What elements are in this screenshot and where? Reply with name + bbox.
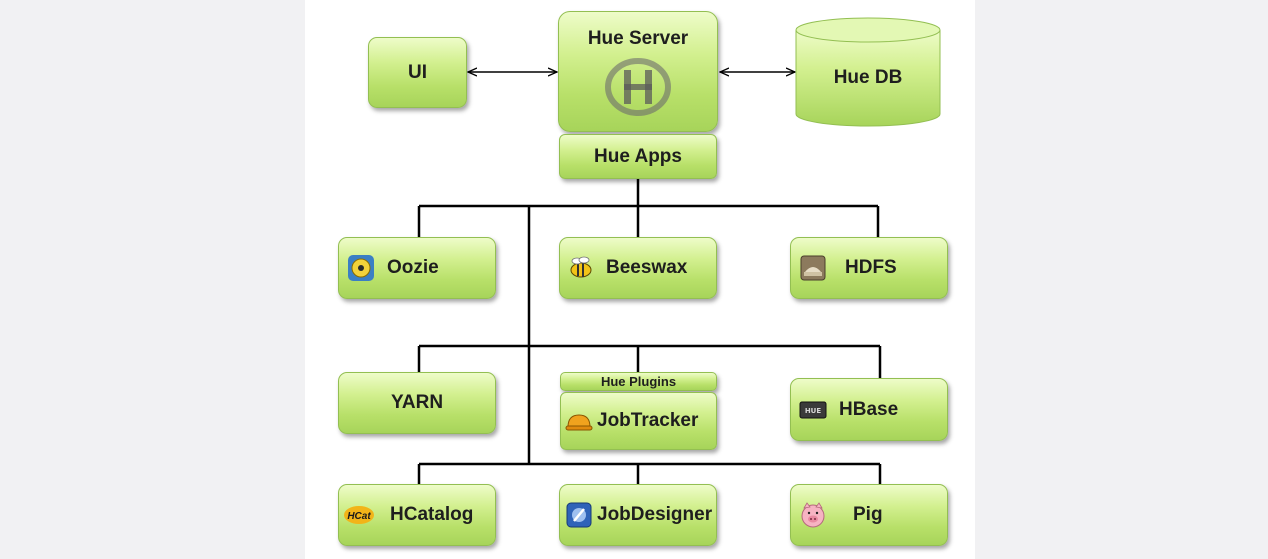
- beeswax-label: Beeswax: [606, 257, 688, 278]
- tree-lines: [417, 178, 882, 484]
- yarn-node: YARN: [338, 372, 496, 434]
- jobdesigner-label: JobDesigner: [597, 504, 713, 525]
- beeswax-node: Beeswax: [559, 237, 717, 299]
- hdfs-icon: [800, 255, 826, 281]
- yarn-label: YARN: [390, 392, 444, 413]
- hbase-node: HUE HBase: [790, 378, 948, 441]
- hdfs-label: HDFS: [845, 257, 897, 278]
- connector-lines: [417, 17, 941, 484]
- pig-label: Pig: [853, 504, 883, 525]
- hcatalog-label: HCatalog: [390, 504, 474, 525]
- bee-icon: [570, 256, 592, 278]
- hue-plugins-label: Hue Plugins: [600, 374, 677, 389]
- pig-icon: [801, 502, 825, 528]
- hue-db-label: Hue DB: [833, 67, 903, 88]
- hbase-icon: HUE: [799, 401, 827, 418]
- hcatalog-node: HCat HCatalog: [338, 484, 496, 546]
- svg-text:HCat: HCat: [347, 511, 371, 522]
- hbase-label: HBase: [839, 398, 899, 420]
- oozie-node: Oozie: [338, 237, 496, 299]
- oozie-icon: [348, 255, 374, 281]
- hue-apps-label: Hue Apps: [594, 145, 682, 167]
- jobdesigner-node: JobDesigner: [559, 484, 717, 546]
- oozie-label: Oozie: [387, 257, 439, 278]
- pig-node: Pig: [790, 484, 948, 546]
- hardhat-icon: [565, 414, 593, 431]
- jobdesigner-icon: [566, 502, 592, 528]
- hue-apps-node: Hue Apps: [559, 134, 717, 179]
- jobtracker-node: JobTracker: [560, 392, 717, 450]
- hcat-icon: HCat: [344, 506, 374, 524]
- hue-logo-icon: [605, 58, 671, 116]
- hdfs-node: HDFS: [790, 237, 948, 299]
- jobtracker-label: JobTracker: [597, 410, 699, 431]
- hue-server-label: Hue Server: [587, 28, 689, 49]
- architecture-diagram: Hue DB UI Hue Server Hue Apps Oozie: [305, 0, 975, 559]
- ui-node: UI: [368, 37, 467, 108]
- hue-plugins-node: Hue Plugins: [560, 372, 717, 391]
- ui-label: UI: [408, 61, 427, 83]
- hue-server-node: Hue Server: [558, 11, 718, 132]
- hue-db-cylinder: [795, 17, 941, 127]
- svg-text:HUE: HUE: [805, 407, 822, 415]
